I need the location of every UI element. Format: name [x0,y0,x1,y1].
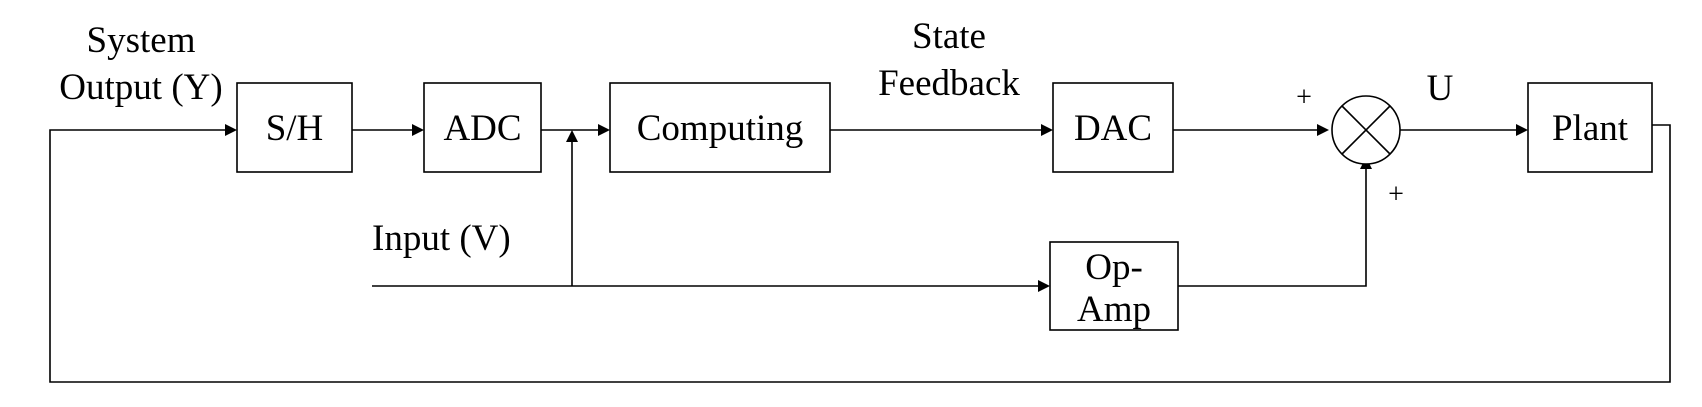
sum-top-sign: + [1296,82,1312,113]
opamp-label-line1: Op- [1085,247,1143,288]
dac-label: DAC [1074,108,1152,149]
feedback-loop-wire [49,124,1671,383]
opamp-input-arrow [1038,280,1050,292]
sh-label: S/H [266,108,324,149]
opamp-label-line2: Amp [1077,289,1151,330]
plant-label: Plant [1552,108,1629,149]
opamp-to-sum-wire [1178,169,1367,287]
state-feedback-label-line1: State [912,16,986,57]
computing-label: Computing [637,108,804,149]
adc-input-arrow [412,124,424,136]
dac-input-arrow [1041,124,1053,136]
dac-block: DAC [1052,82,1174,173]
system-output-label-line2: Output (Y) [59,67,222,108]
sh-input-arrow [225,124,237,136]
computing-input-arrow [598,124,610,136]
sh-block: S/H [236,82,353,173]
opamp-block: Op- Amp [1049,241,1179,331]
input-label: Input (V) [372,218,511,259]
adc-block: ADC [423,82,542,173]
adc-label: ADC [443,108,521,149]
computing-block: Computing [609,82,831,173]
sum-bottom-sign: + [1388,179,1404,210]
plant-block: Plant [1527,82,1653,173]
sum-top-input-arrow [1317,124,1329,136]
summing-junction [1331,95,1401,165]
control-signal-label: U [1427,68,1454,109]
plant-input-arrow [1516,124,1528,136]
state-feedback-label-line2: Feedback [878,63,1020,104]
branch-up-arrow [566,130,578,142]
system-output-label-line1: System [87,20,196,61]
